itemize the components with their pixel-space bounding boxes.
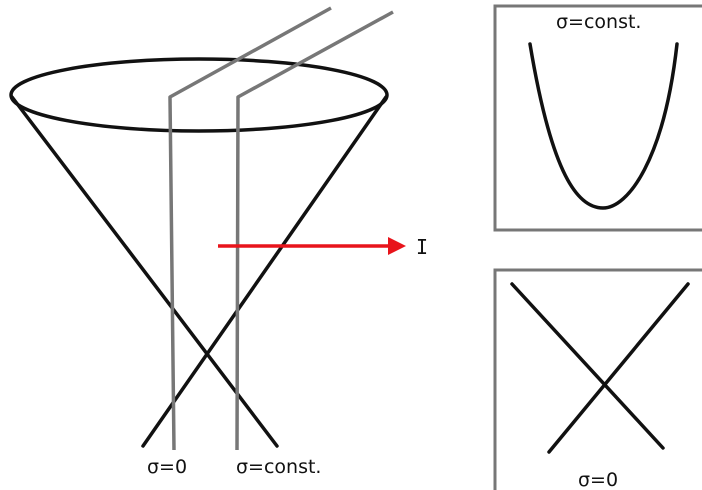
panel-crossing-title: σ=0: [578, 469, 618, 490]
cone-side-left: [10, 95, 279, 448]
plane-sigma-zero: [168, 6, 332, 451]
panel-parabola-frame: [493, 4, 702, 232]
panel-parabola: σ=const.: [493, 4, 702, 232]
parabola-curve: [528, 42, 679, 210]
panel-crossing-frame: [493, 268, 702, 490]
plane-sigma-const: [235, 10, 394, 451]
label-sigma-const: σ=const.: [236, 456, 321, 478]
arrow-to-i: [218, 237, 406, 255]
panel-parabola-title: σ=const.: [556, 11, 641, 33]
arrow-label-i: I: [416, 235, 428, 259]
crossing-line-b: [547, 282, 690, 454]
cone-rim: [9, 57, 389, 133]
arrow-head: [388, 237, 406, 255]
cone-side-right: [141, 95, 388, 448]
panel-crossing: σ=0: [493, 268, 702, 490]
cone-figure: I σ=0 σ=const.: [9, 6, 428, 478]
crossing-line-a: [510, 282, 665, 450]
label-sigma-zero: σ=0: [147, 456, 187, 478]
